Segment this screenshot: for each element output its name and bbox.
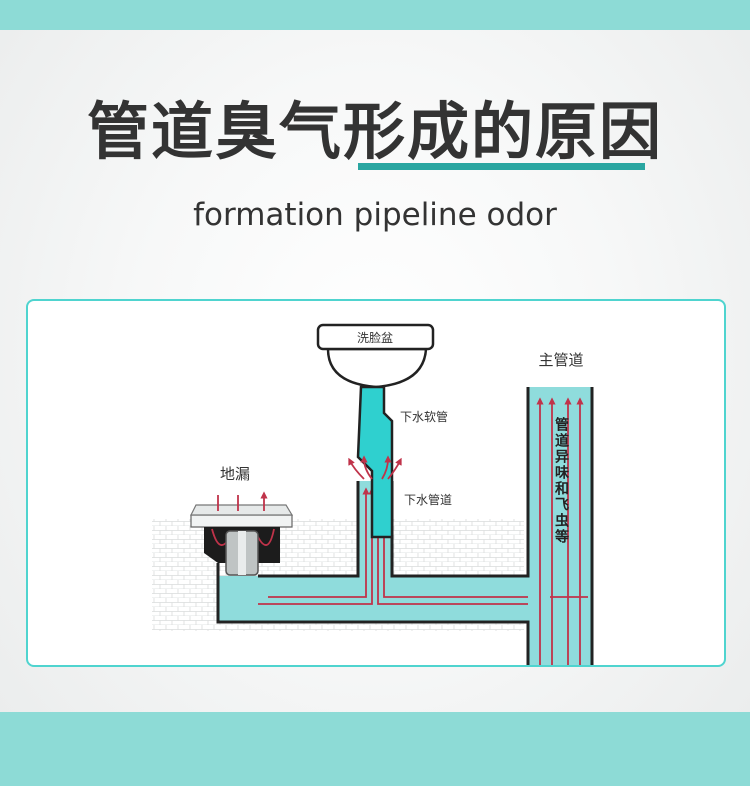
drain-pipe-label: 下水管道 [404, 492, 452, 507]
washbasin-label: 洗脸盆 [357, 331, 393, 345]
bottom-band [0, 712, 750, 786]
pipeline-diagram: 洗脸盆 下水软管 下水管道 地漏 主管道 管道异味和飞虫等 [26, 299, 726, 667]
odor-escape-arrows [348, 455, 402, 480]
floor-drain [190, 495, 294, 576]
main-pipe-label: 主管道 [538, 351, 583, 369]
floor-drain-label: 地漏 [220, 465, 250, 483]
page-title: 管道臭气形成的原因 [86, 95, 663, 168]
odor-flow-arrows [258, 397, 588, 665]
title-underline [358, 163, 645, 170]
drain-hose-label: 下水软管 [400, 409, 448, 424]
page-subtitle: formation pipeline odor [193, 197, 557, 233]
main-pipe-note: 管道异味和飞虫等 [553, 416, 569, 545]
top-band [0, 0, 750, 30]
washbasin [316, 323, 435, 389]
pipeline-diagram-svg: 洗脸盆 下水软管 下水管道 地漏 主管道 管道异味和飞虫等 [152, 323, 594, 665]
